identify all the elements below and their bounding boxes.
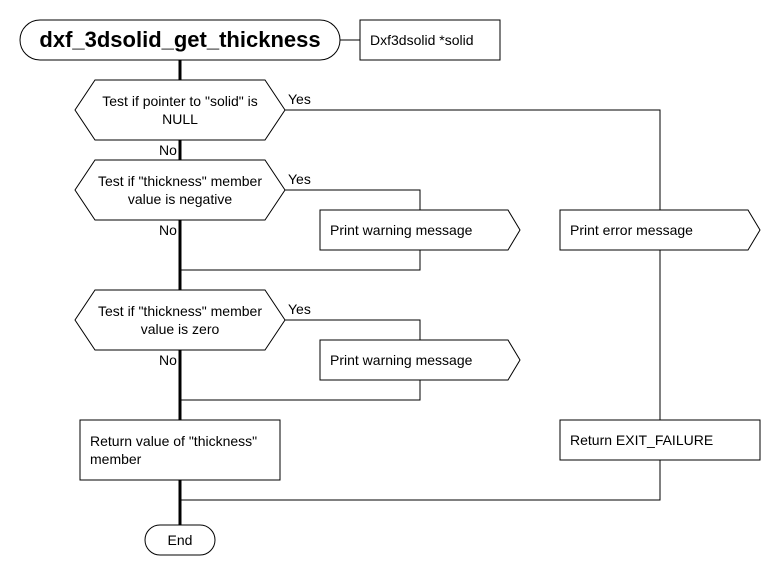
warning-2-merge-line	[180, 380, 421, 401]
decision-zero-shape	[74, 289, 286, 351]
decision-null-shape	[74, 79, 286, 141]
decision-negative-text: Test if "thickness" member value is nega…	[98, 173, 262, 207]
yes-path-zero	[285, 319, 421, 340]
decision-null-no: No	[159, 142, 177, 158]
decision-negative-shape	[74, 159, 286, 221]
failure-merge-line	[180, 460, 661, 501]
title-terminator	[19, 19, 341, 61]
param-label: Dxf3dsolid *solid	[370, 32, 474, 48]
error-text: Print error message	[570, 222, 693, 238]
yes-path-null	[285, 109, 661, 210]
decision-negative-yes: Yes	[288, 171, 311, 187]
warning-1-merge-line	[180, 250, 421, 271]
warning-2-text: Print warning message	[330, 352, 473, 368]
decision-zero-yes: Yes	[288, 301, 311, 317]
yes-path-negative	[285, 189, 421, 210]
decision-zero-no: No	[159, 352, 177, 368]
return-failure-text: Return EXIT_FAILURE	[570, 432, 714, 448]
function-title: dxf_3dsolid_get_thickness	[39, 27, 321, 52]
param-box	[359, 19, 501, 61]
decision-negative-no: No	[159, 222, 177, 238]
decision-null-yes: Yes	[288, 91, 311, 107]
decision-null-text: Test if pointer to "solid" is NULL	[102, 93, 258, 127]
error-shape	[559, 209, 761, 251]
end-terminator-shape	[144, 524, 216, 556]
return-failure-shape	[559, 419, 761, 461]
end-text: End	[167, 532, 193, 548]
warning-1-text: Print warning message	[330, 222, 473, 238]
decision-zero-text: Test if "thickness" member value is zero	[98, 303, 262, 337]
warning-1-shape	[319, 209, 521, 251]
return-thickness-text: Return value of "thickness" member	[90, 433, 258, 467]
return-thickness-shape	[79, 419, 281, 481]
warning-2-shape	[319, 339, 521, 381]
